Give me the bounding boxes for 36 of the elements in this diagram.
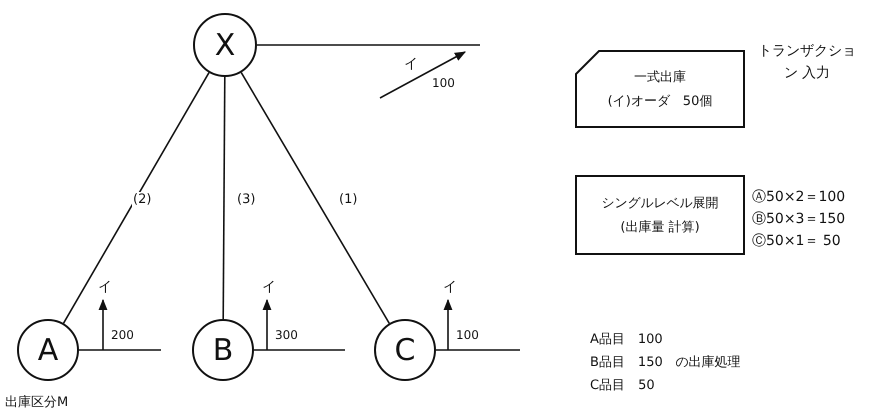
calculation-text: Ⓑ50×3＝150	[752, 210, 846, 229]
edge-label: (1)	[338, 192, 358, 207]
line	[254, 349, 345, 351]
card-box	[575, 50, 745, 128]
arrow-label: イ	[443, 278, 457, 296]
input-label: トランザクション 入力	[757, 42, 857, 83]
line	[436, 349, 520, 351]
box-text: (イ)オーダ 50個	[608, 93, 712, 110]
edge-label: (2)	[132, 192, 152, 207]
line	[257, 44, 480, 46]
calculation-text: Ⓐ50×2＝100	[752, 188, 846, 207]
line	[79, 349, 161, 351]
calculation-text: Ⓒ50×1＝ 50	[752, 232, 841, 251]
box-text: 一式出庫	[634, 69, 686, 86]
arrow-label: イ	[262, 278, 276, 296]
node-caption: 出庫区分M	[5, 394, 68, 412]
quantity-label: 200	[111, 328, 134, 342]
box-text: (出庫量 計算)	[620, 219, 700, 236]
item-text: B品目 150 の出庫処理	[590, 354, 741, 371]
connector-line	[62, 72, 210, 324]
connector-line	[240, 72, 390, 324]
quantity-label: 100	[432, 76, 455, 90]
item-text: C品目 50	[590, 377, 655, 394]
node-circle: B	[192, 319, 254, 381]
quantity-label: 300	[275, 328, 298, 342]
arrow-label: イ	[98, 278, 112, 296]
box-text: シングルレベル展開	[602, 195, 718, 212]
connector-line	[222, 77, 226, 319]
node-circle: A	[17, 319, 79, 381]
process-box	[575, 175, 745, 255]
quantity-label: 100	[456, 328, 479, 342]
edge-label: (3)	[236, 192, 256, 207]
arrow-label: イ	[404, 55, 418, 73]
item-text: A品目 100	[590, 331, 663, 348]
node-circle: X	[193, 13, 257, 77]
node-circle: C	[374, 319, 436, 381]
